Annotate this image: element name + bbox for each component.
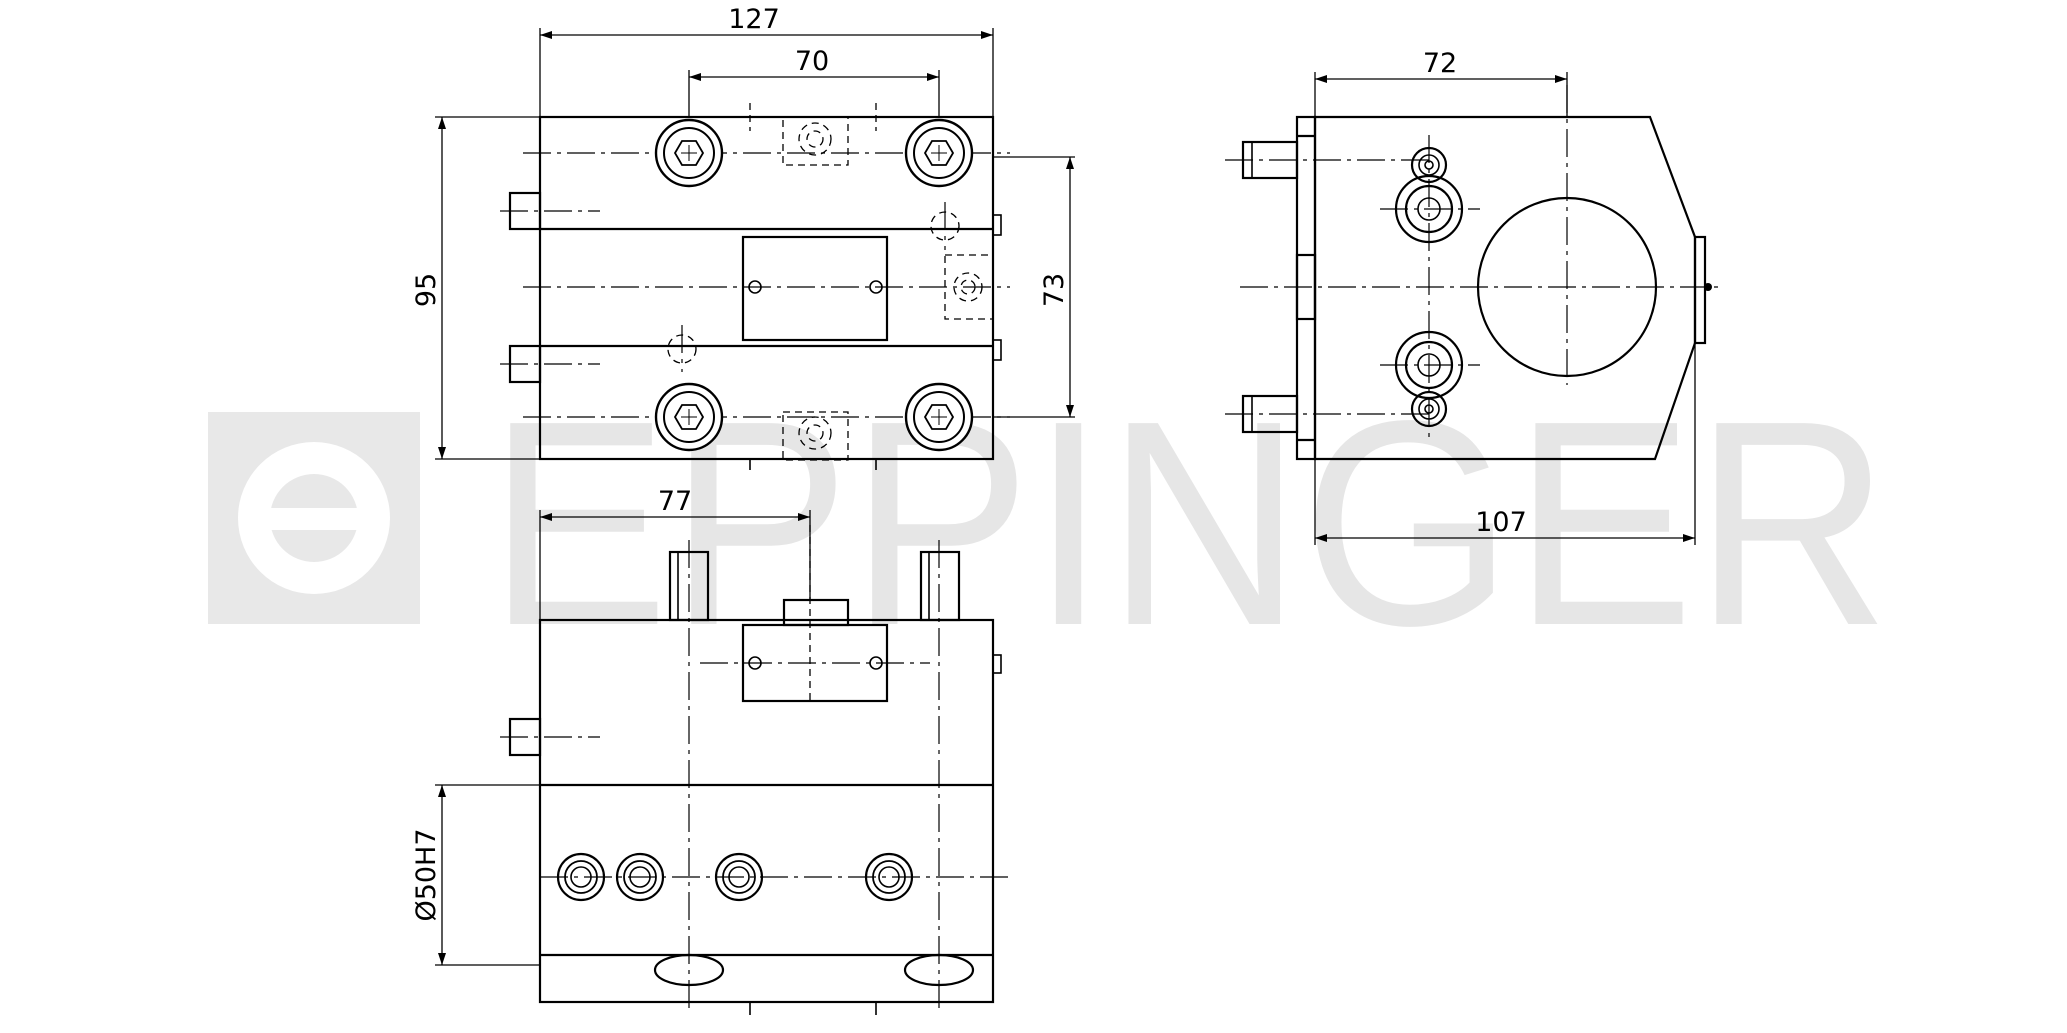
top-view — [435, 28, 1075, 470]
side-view — [1225, 72, 1720, 545]
dim-top-pitch: 70 — [795, 46, 829, 77]
dim-front-offset: 77 — [658, 486, 692, 517]
dim-side-width: 72 — [1423, 48, 1457, 79]
watermark-logo — [208, 412, 420, 624]
dim-top-width: 127 — [728, 4, 780, 35]
dim-hole-pitch: 73 — [1039, 273, 1070, 307]
dim-side-length: 107 — [1475, 507, 1527, 538]
front-view — [435, 510, 1012, 1015]
dim-height: 95 — [411, 273, 442, 307]
dim-bore: Ø50H7 — [411, 828, 442, 921]
